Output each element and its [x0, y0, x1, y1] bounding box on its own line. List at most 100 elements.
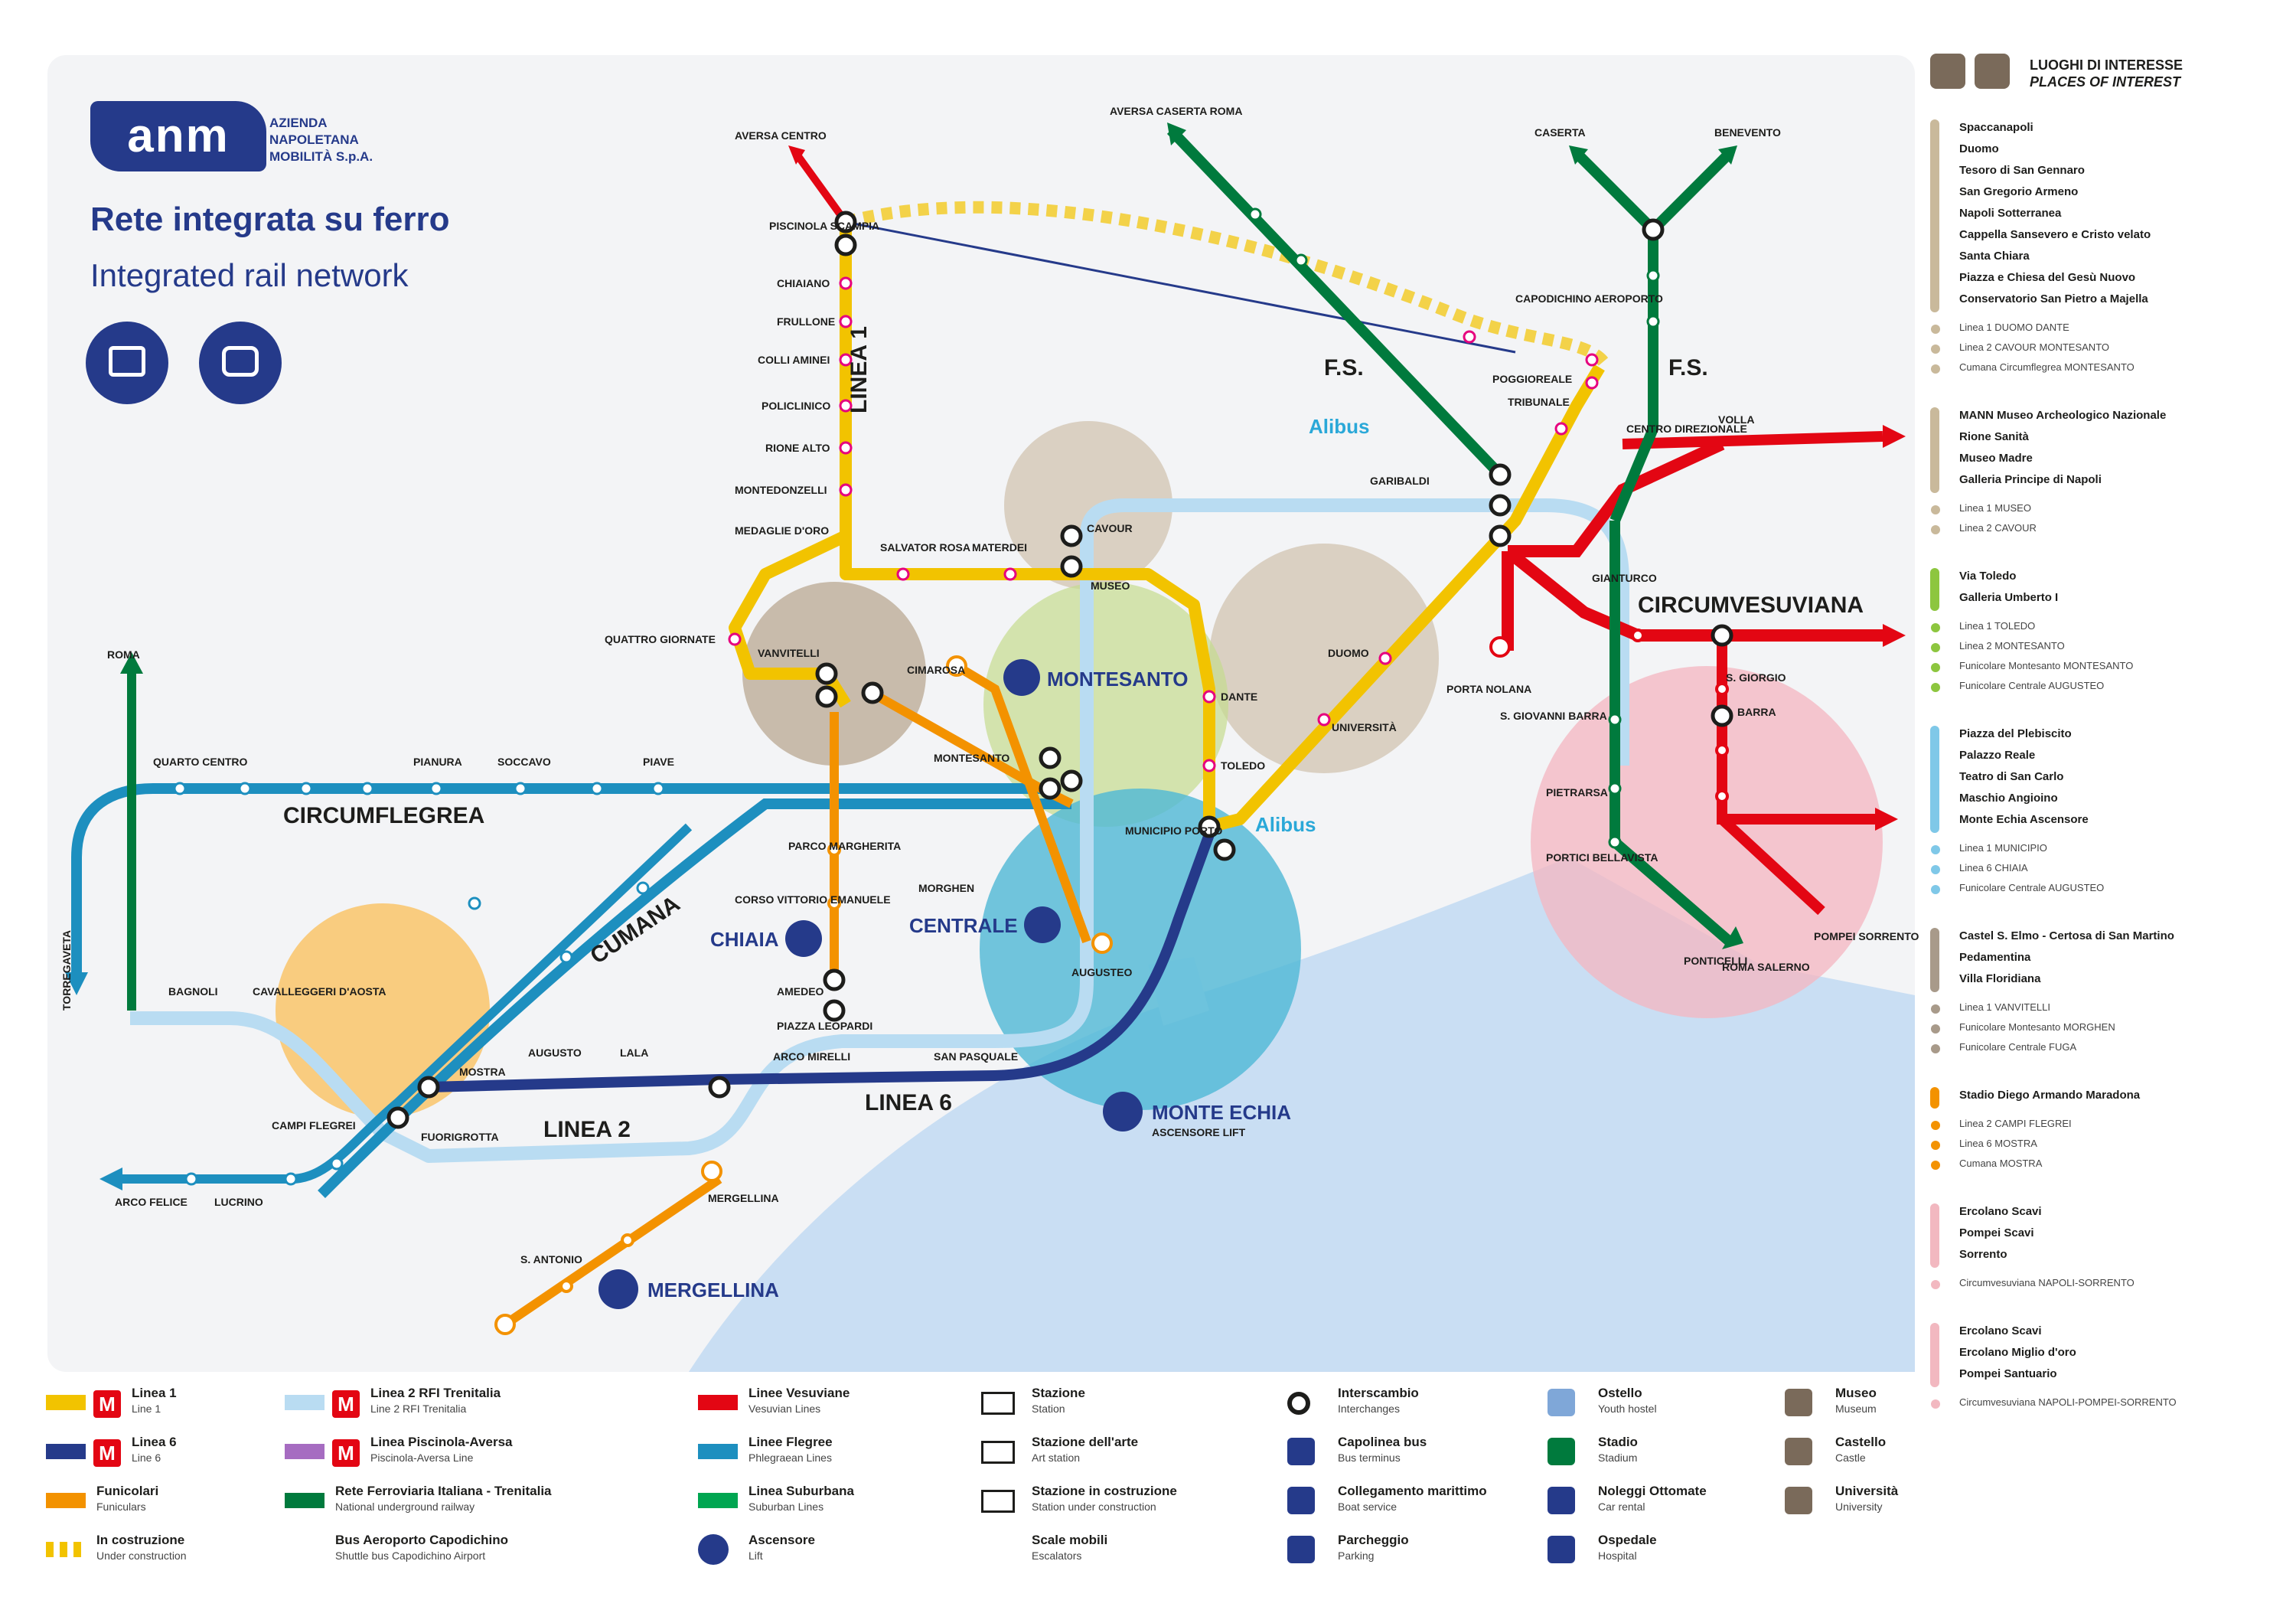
station-universita: UNIVERSITÀ	[1332, 721, 1397, 733]
poi-place: Maschio Angioino	[1959, 792, 2058, 805]
poi-color-bar	[1930, 1203, 1939, 1268]
legend-symbol	[1287, 1392, 1310, 1415]
page-title: Rete integrata su ferro	[90, 201, 450, 238]
station-capodichino: CAPODICHINO AEROPORTO	[1515, 292, 1663, 305]
legend-symbol	[1785, 1487, 1812, 1514]
legend-symbol	[285, 1493, 325, 1508]
poi-station: Linea 1 MUSEO	[1959, 502, 2031, 514]
poi-station: Linea 2 MONTESANTO	[1959, 640, 2065, 651]
line-linea6	[428, 832, 1215, 1092]
station-portici: PORTICI BELLAVISTA	[1546, 851, 1658, 864]
station-medaglie-oro: MEDAGLIE D'ORO	[735, 524, 829, 537]
poi-place: Ercolano Miglio d'oro	[1959, 1346, 2076, 1359]
zone-label-centrale: CENTRALE	[909, 914, 1018, 937]
poi-station-dot	[1931, 505, 1940, 514]
line-circumvesuviana-sud	[1717, 635, 1875, 916]
poi-station-dot	[1931, 1161, 1940, 1170]
line-linea2	[130, 498, 1629, 1163]
station-morghen: MORGHEN	[918, 882, 974, 894]
lift-icon-centrale	[1024, 906, 1061, 943]
station-s-giorgio: S. GIORGIO	[1726, 671, 1786, 684]
poi-place: Pedamentina	[1959, 951, 2031, 964]
ticket-icon[interactable]	[86, 322, 168, 404]
station-montedonzelli: MONTEDONZELLI	[735, 484, 827, 496]
dest-sorrento: POMPEI SORRENTO	[1814, 930, 1919, 942]
poi-place: Tesoro di San Gennaro	[1959, 164, 2085, 177]
legend-symbol	[46, 1444, 86, 1459]
legend-symbol	[981, 1392, 1015, 1415]
poi-station-dot	[1931, 663, 1940, 672]
poi-color-bar	[1930, 726, 1939, 833]
poi-station-dot	[1931, 364, 1940, 374]
station-augusteo: AUGUSTEO	[1071, 966, 1132, 978]
station-soccavo: SOCCAVO	[497, 756, 551, 768]
poi-station-dot	[1931, 683, 1940, 692]
poi-place: Galleria Principe di Napoli	[1959, 473, 2102, 486]
poi-place: Spaccanapoli	[1959, 121, 2033, 134]
legend-symbol	[285, 1444, 325, 1459]
station-tribunale: TRIBUNALE	[1508, 396, 1570, 408]
poi-color-bar	[1930, 407, 1939, 493]
dest-aversa: AVERSA CENTRO	[735, 129, 827, 142]
poi-place: Piazza e Chiesa del Gesù Nuovo	[1959, 271, 2136, 284]
poi-station-dot	[1931, 845, 1940, 854]
station-amedeo: AMEDEO	[777, 985, 824, 998]
dest-volla: VOLLA	[1718, 413, 1754, 426]
poi-place: San Gregorio Armeno	[1959, 185, 2079, 198]
poi-station: Funicolare Centrale FUGA	[1959, 1041, 2077, 1053]
castle-icon	[1975, 54, 2010, 89]
poi-station-dot	[1931, 623, 1940, 632]
station-lucrino: LUCRINO	[214, 1196, 263, 1208]
poi-station: Linea 2 CAVOUR MONTESANTO	[1959, 341, 2110, 353]
poi-station: Funicolare Centrale AUGUSTEO	[1959, 680, 2105, 691]
poi-place: Cappella Sansevero e Cristo velato	[1959, 228, 2151, 241]
metro-m-icon: M	[93, 1439, 121, 1467]
arrow-benevento	[1718, 145, 1737, 165]
line-funicolare-centrale	[954, 661, 1091, 944]
line-aversa-blue	[845, 220, 1516, 354]
poi-place: Santa Chiara	[1959, 250, 2030, 263]
legend-symbol	[698, 1395, 738, 1410]
poi-place: Napoli Sotterranea	[1959, 207, 2062, 220]
dest-torregaveta: TORREGAVETA	[60, 930, 73, 1011]
company-name: AZIENDA NAPOLETANA MOBILITÀ S.p.A.	[269, 116, 373, 164]
funicular-stations	[494, 655, 1113, 1335]
legend-symbol	[698, 1493, 738, 1508]
legend-symbol	[698, 1444, 738, 1459]
poi-station-dot	[1931, 885, 1940, 894]
dest-salerno: ROMA SALERNO	[1722, 961, 1810, 973]
page-subtitle: Integrated rail network	[90, 257, 409, 293]
poi-station: Linea 6 CHIAIA	[1959, 862, 2028, 874]
zone-label-chiaia: CHIAIA	[710, 928, 779, 951]
train-icon[interactable]	[199, 322, 282, 404]
arrow-roma	[1167, 122, 1186, 145]
poi-place: Museo Madre	[1959, 452, 2033, 465]
anm-logo: anm	[90, 101, 266, 171]
line-volla	[1622, 431, 1883, 449]
lift-icon-mergellina	[598, 1269, 638, 1309]
poi-station-dot	[1931, 865, 1940, 874]
arrow-caserta	[1569, 145, 1588, 165]
poi-station-dot	[1931, 325, 1940, 334]
station-parco-margherita: PARCO MARGHERITA	[788, 840, 901, 852]
station-piazza-amedeo: PIAZZA LEOPARDI	[777, 1020, 872, 1032]
fs-stations	[1248, 207, 1660, 849]
arrow-torregaveta	[65, 972, 88, 995]
arrow-volla	[1883, 425, 1906, 448]
legend-symbol	[285, 1395, 325, 1410]
poi-station-dot	[1931, 345, 1940, 354]
poi-station: Linea 1 VANVITELLI	[1959, 1001, 2050, 1013]
legend-symbol	[981, 1490, 1015, 1513]
legend-symbol	[46, 1493, 86, 1508]
